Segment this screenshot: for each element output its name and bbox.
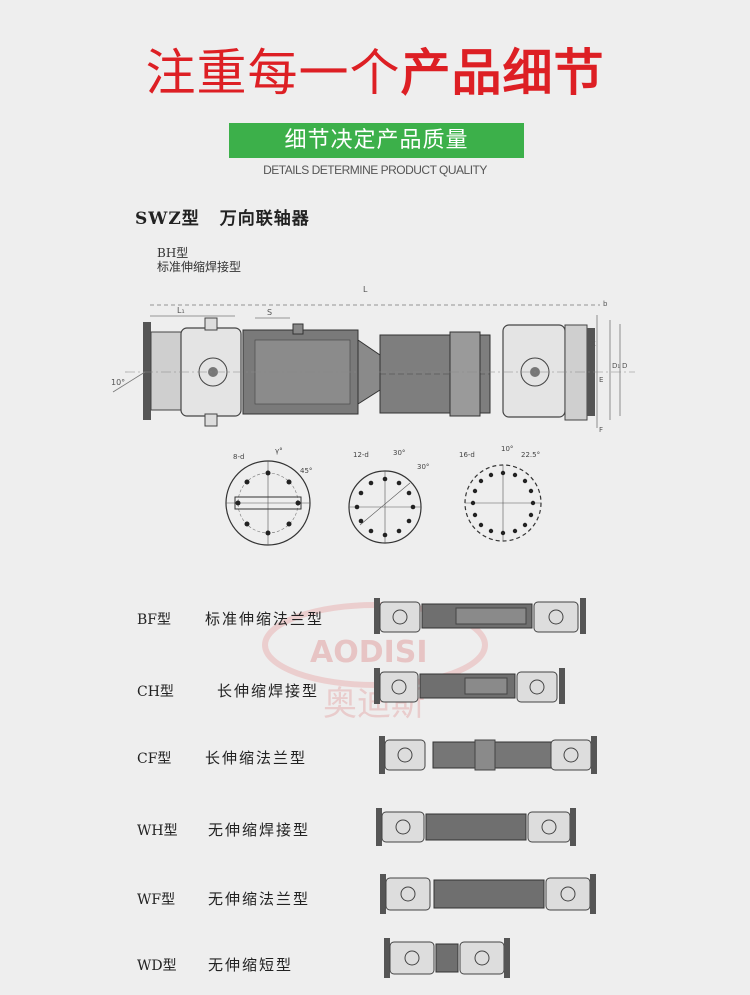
svg-text:30°: 30°: [393, 449, 405, 457]
headline-part1: 注重每一个: [145, 44, 401, 102]
banner-subtitle: DETAILS DETERMINE PRODUCT QUALITY: [263, 163, 487, 177]
svg-text:γ°: γ°: [275, 447, 283, 455]
watermark-latin: AODISI: [310, 635, 428, 670]
type-name-cf: 长伸缩法兰型: [205, 749, 308, 767]
svg-text:45°: 45°: [300, 467, 312, 475]
svg-text:8-d: 8-d: [233, 453, 244, 461]
type-code-bf: BF型: [137, 612, 172, 628]
svg-text:10°: 10°: [501, 445, 513, 453]
type-code-wf: WF型: [137, 892, 176, 908]
type-name-bf: 标准伸缩法兰型: [205, 610, 325, 628]
dim-b: b: [603, 300, 608, 308]
section-code: SWZ型: [135, 209, 200, 229]
dim-k: K: [591, 340, 596, 348]
main-coupling-drawing: L L₁ S b D₁ D E F K 10°: [111, 285, 635, 434]
type-code-wh: WH型: [137, 823, 178, 839]
quality-banner: 细节决定产品质量: [229, 123, 524, 158]
dim-f: F: [599, 426, 603, 434]
bolt-pattern-figure: 8-d γ° 45° 12-d 30° 30° 16-d 10° 22.5°: [225, 445, 542, 546]
page-headline: 注重每一个产品细节: [0, 40, 750, 106]
wh-drawing: [376, 808, 576, 846]
wf-drawing: [380, 874, 596, 914]
type-code-cf: CF型: [137, 751, 172, 767]
dim-l: L: [363, 285, 368, 294]
bolt-pattern-8: 8-d γ° 45°: [225, 447, 312, 546]
bf-drawing: [374, 598, 586, 634]
dim-e: E: [599, 376, 603, 384]
type-code-wd: WD型: [137, 958, 177, 974]
type-name-wd: 无伸缩短型: [208, 956, 294, 974]
type-name-wh: 无伸缩焊接型: [208, 821, 311, 839]
main-drawing-label: BH型 标准伸缩焊接型: [157, 246, 241, 274]
type-name-wf: 无伸缩法兰型: [208, 890, 311, 908]
main-drawing-code: BH型: [157, 246, 189, 260]
svg-text:12-d: 12-d: [353, 451, 369, 459]
bolt-pattern-12: 12-d 30° 30°: [348, 449, 429, 544]
dim-angle: 10°: [111, 378, 125, 387]
wd-drawing: [384, 938, 510, 978]
type-name-ch: 长伸缩焊接型: [217, 682, 320, 700]
dim-d1: D₁: [612, 362, 620, 370]
section-title: SWZ型万向联轴器: [135, 204, 310, 229]
svg-text:16-d: 16-d: [459, 451, 475, 459]
svg-text:22.5°: 22.5°: [521, 451, 540, 459]
cf-drawing: [379, 736, 597, 774]
ch-drawing: [374, 668, 565, 704]
type-code-ch: CH型: [137, 684, 174, 700]
bolt-pattern-16: 16-d 10° 22.5°: [459, 445, 542, 542]
dim-s: S: [267, 308, 272, 317]
main-drawing-name: 标准伸缩焊接型: [157, 260, 242, 274]
dim-l1: L₁: [177, 306, 185, 315]
svg-text:30°: 30°: [417, 463, 429, 471]
headline-part2: 产品细节: [400, 44, 605, 102]
section-name: 万向联轴器: [219, 209, 310, 229]
dim-d: D: [622, 362, 627, 370]
